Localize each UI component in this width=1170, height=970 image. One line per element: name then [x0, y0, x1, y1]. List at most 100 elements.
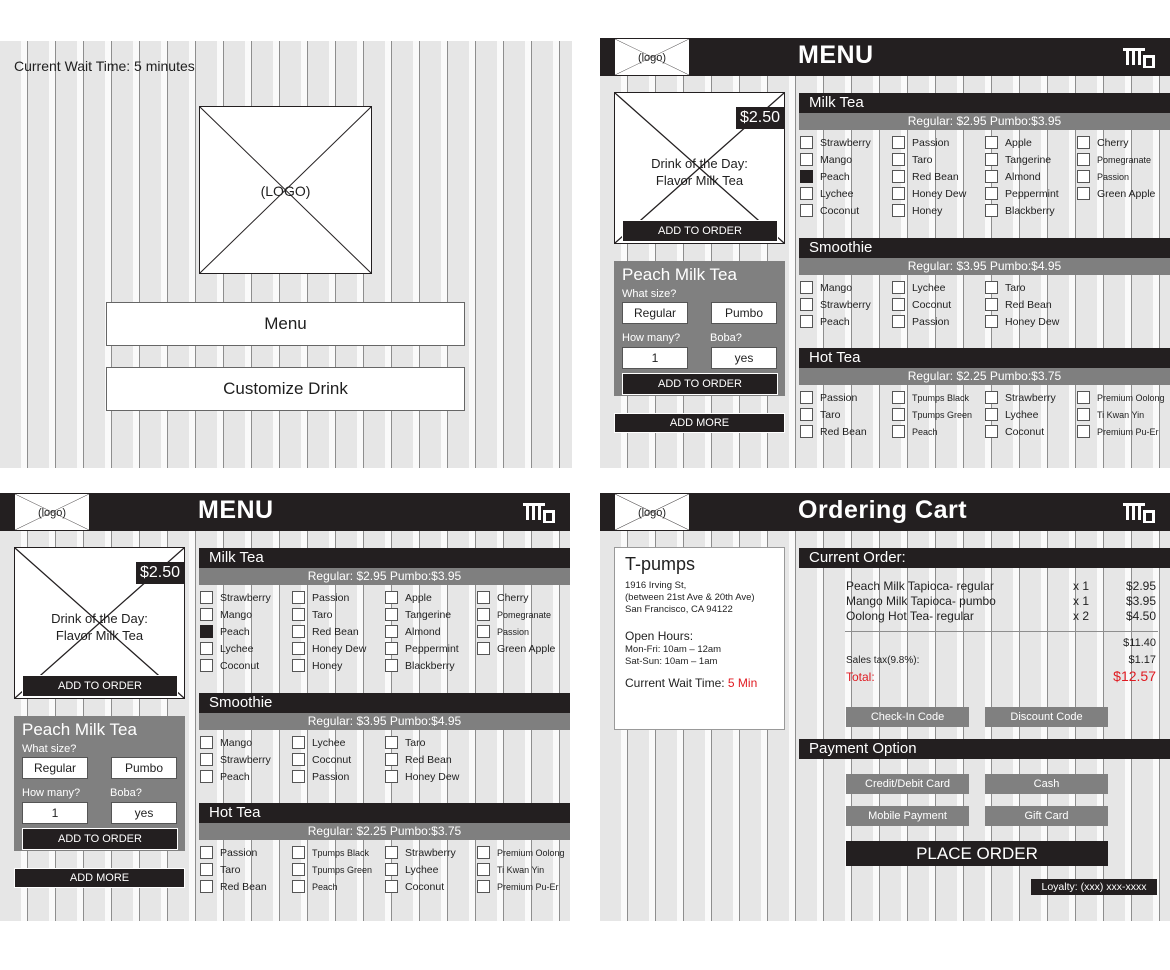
menu-option[interactable]: Apple	[385, 591, 432, 604]
menu-option[interactable]: Tpumps Green	[892, 408, 972, 421]
checkbox[interactable]	[477, 846, 490, 859]
checkbox[interactable]	[200, 625, 213, 638]
checkbox[interactable]	[985, 298, 998, 311]
menu-option[interactable]: Coconut	[800, 204, 859, 217]
quantity-input[interactable]: 1	[22, 802, 88, 824]
checkbox[interactable]	[292, 770, 305, 783]
add-more-button[interactable]: ADD MORE	[14, 868, 185, 888]
menu-option[interactable]: Lychee	[985, 408, 1038, 421]
checkbox[interactable]	[385, 846, 398, 859]
menu-option[interactable]: Premium Oolong	[1077, 391, 1165, 404]
checkbox[interactable]	[200, 591, 213, 604]
checkbox[interactable]	[200, 846, 213, 859]
checkbox[interactable]	[985, 391, 998, 404]
menu-option[interactable]: Tangerine	[385, 608, 451, 621]
checkbox[interactable]	[385, 659, 398, 672]
menu-option[interactable]: Honey	[292, 659, 342, 672]
checkbox[interactable]	[385, 736, 398, 749]
checkbox[interactable]	[1077, 153, 1090, 166]
checkbox[interactable]	[1077, 425, 1090, 438]
checkbox[interactable]	[800, 391, 813, 404]
checkbox[interactable]	[892, 391, 905, 404]
menu-option[interactable]: Passion	[892, 136, 949, 149]
menu-option[interactable]: Lychee	[385, 863, 438, 876]
menu-option[interactable]: Coconut	[985, 425, 1044, 438]
checkbox[interactable]	[892, 298, 905, 311]
size-pumbo-option[interactable]: Pumbo	[111, 757, 177, 779]
menu-option[interactable]: Red Bean	[800, 425, 867, 438]
menu-option[interactable]: Blackberry	[385, 659, 455, 672]
checkbox[interactable]	[477, 880, 490, 893]
menu-option[interactable]: Passion	[892, 315, 949, 328]
menu-option[interactable]: Taro	[200, 863, 240, 876]
menu-option[interactable]: Honey Dew	[385, 770, 459, 783]
menu-option[interactable]: Passion	[292, 591, 349, 604]
menu-option[interactable]: Coconut	[200, 659, 259, 672]
menu-option[interactable]: Peach	[800, 170, 850, 183]
checkbox[interactable]	[385, 625, 398, 638]
menu-option[interactable]: Lychee	[892, 281, 945, 294]
checkbox[interactable]	[292, 608, 305, 621]
menu-option[interactable]: Honey Dew	[892, 187, 966, 200]
menu-option[interactable]: Peppermint	[385, 642, 459, 655]
menu-option[interactable]: Strawberry	[800, 298, 871, 311]
size-pumbo-option[interactable]: Pumbo	[711, 302, 777, 324]
discount-code-button[interactable]: Discount Code	[985, 707, 1108, 727]
checkbox[interactable]	[800, 425, 813, 438]
menu-option[interactable]: Taro	[892, 153, 932, 166]
size-regular-option[interactable]: Regular	[22, 757, 88, 779]
checkbox[interactable]	[385, 591, 398, 604]
menu-option[interactable]: Tangerine	[985, 153, 1051, 166]
menu-option[interactable]: Almond	[385, 625, 441, 638]
menu-option[interactable]: Strawberry	[200, 591, 271, 604]
menu-option[interactable]: Lychee	[200, 642, 253, 655]
menu-option[interactable]: Taro	[800, 408, 840, 421]
add-to-order-button[interactable]: ADD TO ORDER	[22, 675, 178, 697]
menu-option[interactable]: Red Bean	[200, 880, 267, 893]
menu-option[interactable]: Coconut	[892, 298, 951, 311]
menu-option[interactable]: Cherry	[1077, 136, 1129, 149]
checkbox[interactable]	[800, 281, 813, 294]
checkbox[interactable]	[292, 625, 305, 638]
checkbox[interactable]	[985, 315, 998, 328]
checkbox[interactable]	[477, 608, 490, 621]
menu-option[interactable]: Blackberry	[985, 204, 1055, 217]
checkbox[interactable]	[200, 863, 213, 876]
check-in-code-button[interactable]: Check-In Code	[846, 707, 969, 727]
checkbox[interactable]	[800, 187, 813, 200]
checkbox[interactable]	[200, 736, 213, 749]
cart-icon[interactable]	[1123, 46, 1157, 70]
checkbox[interactable]	[292, 659, 305, 672]
menu-option[interactable]: Peach	[200, 625, 250, 638]
checkbox[interactable]	[200, 659, 213, 672]
checkbox[interactable]	[892, 204, 905, 217]
checkbox[interactable]	[1077, 136, 1090, 149]
checkbox[interactable]	[477, 625, 490, 638]
menu-option[interactable]: Strawberry	[200, 753, 271, 766]
checkbox[interactable]	[892, 170, 905, 183]
menu-option[interactable]: Mango	[800, 153, 852, 166]
checkbox[interactable]	[292, 591, 305, 604]
menu-option[interactable]: Passion	[292, 770, 349, 783]
menu-option[interactable]: Honey	[892, 204, 942, 217]
menu-option[interactable]: Mango	[200, 608, 252, 621]
menu-option[interactable]: Tpumps Black	[292, 846, 369, 859]
menu-option[interactable]: Strawberry	[985, 391, 1056, 404]
checkbox[interactable]	[1077, 187, 1090, 200]
checkbox[interactable]	[1077, 170, 1090, 183]
checkbox[interactable]	[385, 608, 398, 621]
menu-option[interactable]: Red Bean	[385, 753, 452, 766]
menu-option[interactable]: Passion	[477, 625, 529, 638]
menu-option[interactable]: Coconut	[292, 753, 351, 766]
menu-option[interactable]: Green Apple	[477, 642, 555, 655]
checkbox[interactable]	[477, 591, 490, 604]
checkbox[interactable]	[385, 770, 398, 783]
menu-option[interactable]: Red Bean	[892, 170, 959, 183]
checkbox[interactable]	[800, 408, 813, 421]
checkbox[interactable]	[385, 642, 398, 655]
menu-option[interactable]: Peach	[800, 315, 850, 328]
checkbox[interactable]	[200, 880, 213, 893]
checkbox[interactable]	[892, 187, 905, 200]
checkbox[interactable]	[1077, 408, 1090, 421]
checkbox[interactable]	[292, 642, 305, 655]
